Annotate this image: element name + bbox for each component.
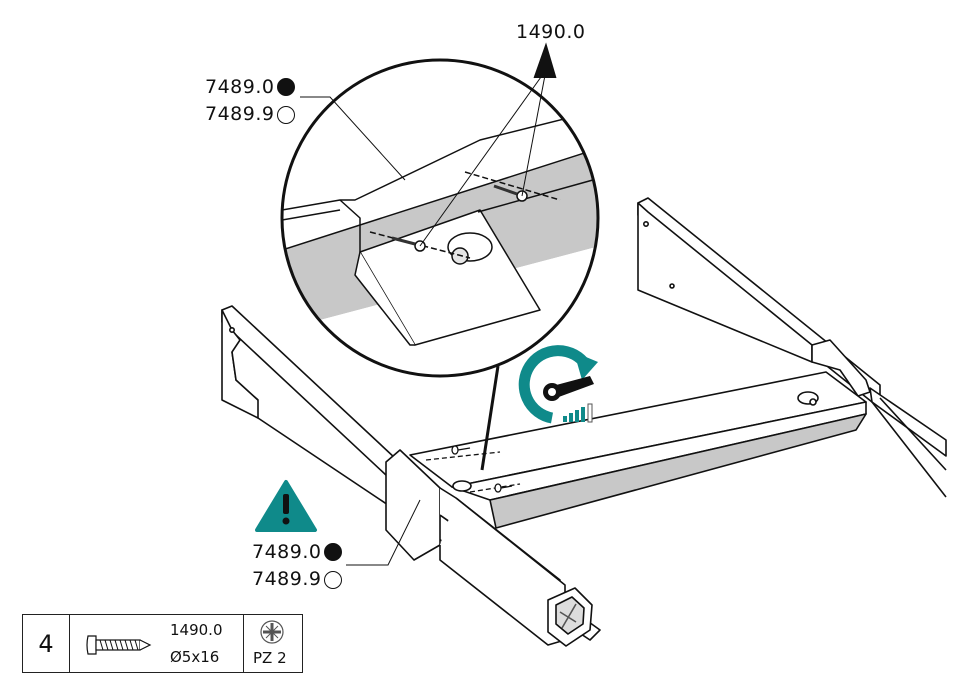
assembly-color-code-black: 7489.0 xyxy=(252,541,322,563)
magnifier-color-code-black: 7489.0 xyxy=(205,76,275,98)
screws-main xyxy=(425,445,521,493)
color-swatch-black xyxy=(277,78,295,96)
rear-rail xyxy=(637,197,947,498)
color-swatch-black xyxy=(324,543,342,561)
parts-dimension: Ø5x16 xyxy=(170,648,220,666)
warning-triangle-icon xyxy=(255,480,317,532)
assembly-color-code-white: 7489.9 xyxy=(252,568,322,590)
crossbar xyxy=(409,371,867,529)
parts-bit-size: PZ 2 xyxy=(253,649,287,667)
color-swatch-white xyxy=(277,106,295,124)
color-swatch-white xyxy=(324,571,342,589)
wrench-torque-icon xyxy=(518,345,598,424)
magnifier-color-code-white: 7489.9 xyxy=(205,103,275,125)
pozidriv-bit-icon xyxy=(260,620,284,644)
parts-table: 4 1490.0 Ø5x16 PZ 2 xyxy=(22,614,303,673)
screw-icon xyxy=(86,635,152,655)
parts-tool-cell: PZ 2 xyxy=(244,615,301,672)
leg-connector xyxy=(385,449,593,647)
magnifier-part-callout: 1490.0 xyxy=(516,21,586,43)
parts-quantity: 4 xyxy=(23,615,70,672)
parts-screw-cell: 1490.0 Ø5x16 xyxy=(70,615,244,672)
parts-part-number: 1490.0 xyxy=(170,621,223,639)
callout-leaders xyxy=(300,42,557,566)
